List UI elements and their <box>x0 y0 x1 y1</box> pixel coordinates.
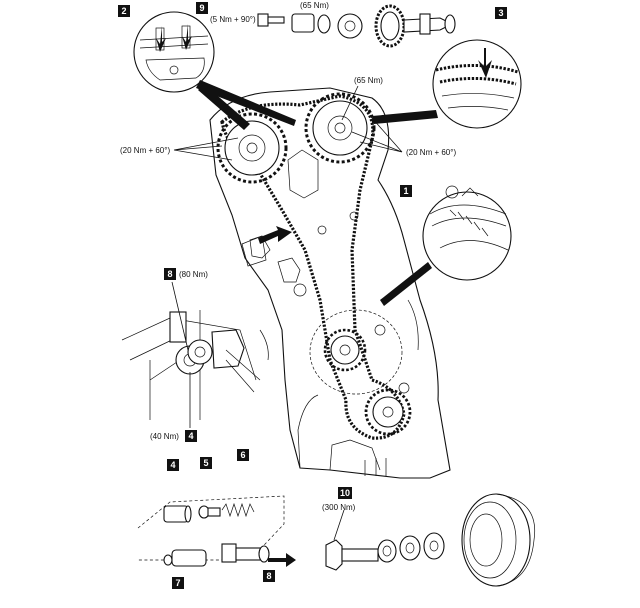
svg-text:10: 10 <box>340 488 350 498</box>
engine-block <box>209 87 451 479</box>
svg-text:1: 1 <box>403 186 408 196</box>
callout-badge-8-upper: 8 <box>164 268 176 280</box>
detail-pointer-3 <box>372 110 438 124</box>
camshaft-sprocket-right <box>304 92 376 164</box>
detail-pointer-1 <box>380 262 432 306</box>
torque-label-5nm-90: (5 Nm + 90°) <box>210 15 256 24</box>
callout-badge-7: 7 <box>172 577 184 589</box>
svg-text:3: 3 <box>498 8 503 18</box>
cam-washer-parts <box>291 13 363 39</box>
leader-20nm-right <box>351 117 403 153</box>
callout-badge-2: 2 <box>118 5 130 17</box>
torque-label-65nm-top: (65 Nm) <box>300 1 329 10</box>
callout-badge-1: 1 <box>400 185 412 197</box>
callout-badge-4-lower: 4 <box>167 459 179 471</box>
leader-8a <box>171 281 189 351</box>
svg-text:4: 4 <box>170 460 175 470</box>
svg-text:7: 7 <box>175 578 180 588</box>
leader-20nm-left <box>173 137 239 161</box>
svg-text:6: 6 <box>240 450 245 460</box>
detail-view-1 <box>422 185 512 281</box>
insert-arrow-icon <box>268 553 296 567</box>
tensioner-parts <box>137 495 296 567</box>
torque-label-80nm: (80 Nm) <box>179 270 208 279</box>
callout-badge-5: 5 <box>200 457 212 469</box>
torque-label-65nm-mid: (65 Nm) <box>354 76 383 85</box>
svg-text:8: 8 <box>167 269 172 279</box>
camshaft-sprocket-left <box>216 112 288 184</box>
svg-text:8: 8 <box>266 571 271 581</box>
callout-badge-4-upper: 4 <box>185 430 197 442</box>
camshaft-gear <box>374 4 456 48</box>
callout-badge-9: 9 <box>196 2 208 14</box>
callout-badge-10: 10 <box>338 487 352 499</box>
crankshaft-sprocket <box>364 388 412 436</box>
torque-label-20nm-right: (20 Nm + 60°) <box>406 148 456 157</box>
tensioner-arrow-icon <box>258 226 292 244</box>
detail-view-3 <box>432 39 522 129</box>
detail-view-2 <box>133 11 215 93</box>
camshaft-bolt <box>257 13 285 27</box>
tensioner-pulley-detail <box>121 310 261 420</box>
leader-65nm-mid <box>341 85 359 121</box>
svg-text:5: 5 <box>203 458 208 468</box>
svg-text:9: 9 <box>199 3 204 13</box>
detail-pointer-2b <box>198 84 250 130</box>
detail-pointer-2 <box>196 80 296 126</box>
intermediate-sprocket <box>323 328 367 372</box>
torque-label-300nm: (300 Nm) <box>322 503 356 512</box>
leader-10 <box>333 509 345 541</box>
callout-badge-3: 3 <box>495 7 507 19</box>
svg-text:2: 2 <box>121 6 126 16</box>
callout-badge-8-lower: 8 <box>263 570 275 582</box>
torque-label-40nm: (40 Nm) <box>150 432 179 441</box>
callout-badge-6: 6 <box>237 449 249 461</box>
svg-text:4: 4 <box>188 431 193 441</box>
crank-pulley-assembly <box>325 493 536 587</box>
torque-label-20nm-left: (20 Nm + 60°) <box>120 146 170 155</box>
